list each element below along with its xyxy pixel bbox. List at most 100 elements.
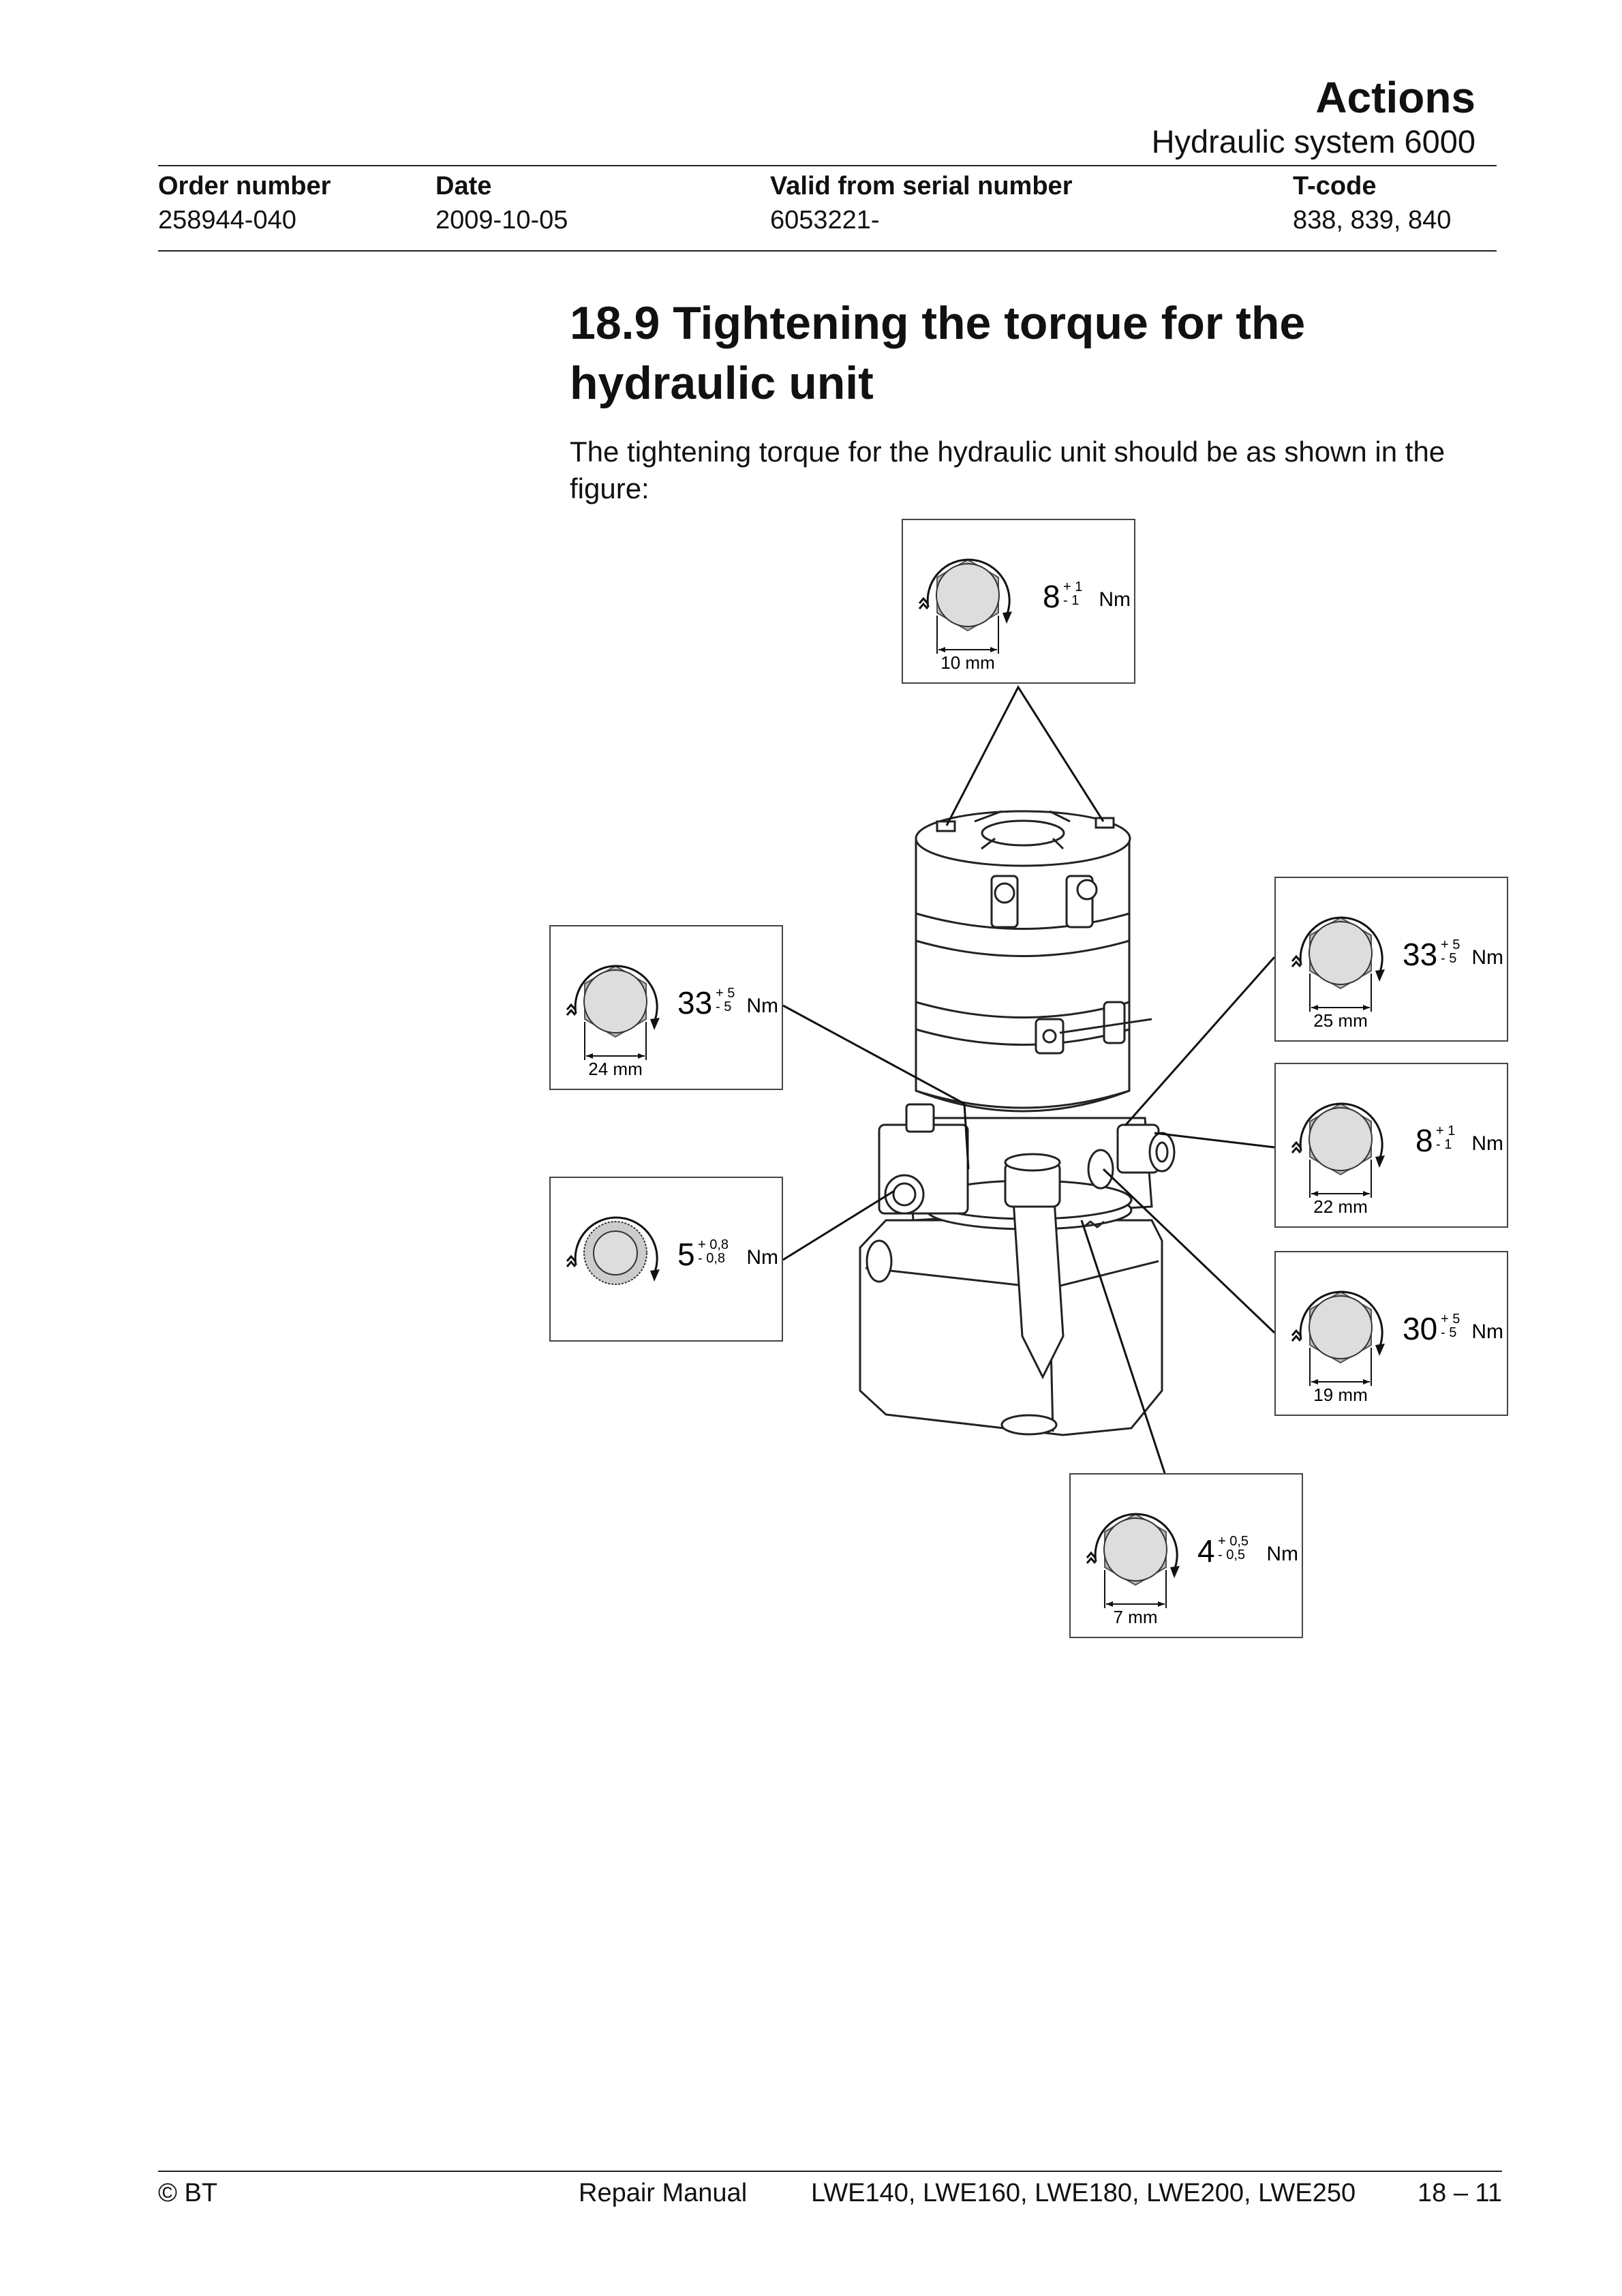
leader-bottom [1080,1220,1166,1474]
order-number-label: Order number [158,172,331,200]
dimension-line: 10 mm [936,616,999,673]
wrench-size: 19 mm [1313,1385,1367,1405]
dimension-line: 25 mm [1309,973,1372,1031]
double-chevron-icon [566,1003,577,1016]
torque-value: 33 [677,985,712,1021]
tolerance-minus: - 5 [1441,951,1456,966]
tolerance-minus: - 1 [1436,1137,1452,1152]
nut-icon [1309,1290,1373,1364]
order-number-value: 258944-040 [158,206,296,235]
arrowhead-icon [650,1269,660,1282]
tolerance-plus: + 5 [716,986,735,1001]
torque-unit: Nm [1266,1543,1298,1565]
torque-diagram: 7 mm 4 + 0,5 - 0,5 Nm [1086,1513,1298,1627]
torque-value: 8 [1416,1123,1433,1158]
torque-value: 33 [1403,937,1437,972]
wrench-size: 24 mm [588,1059,642,1079]
footer-page-number: 18 – 11 [1418,2179,1502,2207]
torque-value: 8 [1043,579,1060,614]
heading-line-1: 18.9 Tightening the torque for the [570,297,1306,349]
wrench-size: 22 mm [1313,1196,1367,1217]
rotation-arrow-icon [574,965,658,1023]
wrench-size: 7 mm [1114,1607,1158,1627]
torque-box-left-lower: 5 + 0,8 - 0,8 Nm [549,1177,783,1342]
torque-unit: Nm [1471,946,1503,969]
torque-unit: Nm [746,995,778,1017]
date-label: Date [435,172,492,200]
rotation-arrow-icon [1094,1513,1178,1571]
rotation-arrow-icon [1299,1290,1383,1348]
arrowhead-icon [1375,1344,1385,1356]
wrench-size: 25 mm [1313,1010,1367,1031]
tolerance-minus: - 1 [1063,593,1079,608]
intro-paragraph: The tightening torque for the hydraulic … [570,436,1445,504]
torque-unit: Nm [1471,1132,1503,1155]
tolerance-minus: - 5 [716,999,731,1014]
tolerance-plus: + 0,5 [1218,1534,1249,1549]
hydraulic-unit-drawing [859,810,1176,1436]
torque-diagram: 25 mm 33 + 5 - 5 Nm [1291,916,1503,1031]
torque-value: 5 [677,1237,695,1272]
nut-icon [583,1221,647,1285]
rotation-arrow-icon [926,558,1011,616]
page-heading: 18.9 Tightening the torque for the hydra… [570,293,1524,413]
leader-right-upper [1124,956,1276,1126]
section-subtitle: Hydraulic system 6000 [1151,123,1475,160]
tolerance-plus: + 1 [1436,1123,1455,1138]
dimension-line: 24 mm [584,1022,647,1079]
double-chevron-icon [1291,954,1302,967]
torque-box-right-middle: 22 mm 8 + 1 - 1 Nm [1274,1063,1508,1228]
tolerance-plus: + 5 [1441,1312,1460,1327]
torque-box-bottom: 7 mm 4 + 0,5 - 0,5 Nm [1069,1473,1303,1638]
tolerance-minus: - 0,5 [1218,1547,1245,1562]
leader-right-middle [1154,1132,1275,1149]
dimension-line: 22 mm [1309,1160,1372,1217]
header-rule-top [158,165,1497,166]
arrowhead-icon [1375,969,1385,982]
nut-icon [1309,1102,1373,1176]
torque-diagram: 22 mm 8 + 1 - 1 Nm [1291,1102,1503,1217]
torque-diagram: 10 mm 8 + 1 - 1 Nm [918,558,1131,673]
tolerance-plus: + 5 [1441,937,1460,952]
arrowhead-icon [1170,1566,1180,1578]
footer-rule [158,2171,1502,2172]
header-rule-bottom [158,250,1497,252]
nut-icon [583,965,647,1038]
nut-icon [1309,916,1373,990]
leader-right-lower [1102,1168,1276,1334]
heading-line-2: hydraulic unit [570,357,874,409]
serial-value: 6053221- [770,206,880,235]
torque-diagram: 5 + 0,8 - 0,8 Nm [566,1216,778,1285]
double-chevron-icon [1291,1141,1302,1153]
leader-left-lower [782,1190,895,1261]
leader-top [945,684,1105,826]
torque-box-left-upper: 24 mm 33 + 5 - 5 Nm [549,925,783,1090]
double-chevron-icon [1291,1329,1302,1342]
arrowhead-icon [1375,1155,1385,1168]
arrowhead-icon [1003,611,1012,624]
tcode-label: T-code [1293,172,1377,200]
torque-box-right-upper: 25 mm 33 + 5 - 5 Nm [1274,877,1508,1042]
torque-unit: Nm [746,1246,778,1269]
double-chevron-icon [918,596,929,609]
footer-copyright: © BT [158,2179,218,2207]
double-chevron-icon [1086,1551,1097,1564]
double-chevron-icon [566,1254,577,1267]
leader-lines [782,684,1276,1474]
torque-diagram: 24 mm 33 + 5 - 5 Nm [566,965,778,1079]
leader-left-upper [782,1004,970,1170]
section-title: Actions [1315,73,1475,122]
torque-box-top: 10 mm 8 + 1 - 1 Nm [902,519,1135,684]
serial-label: Valid from serial number [770,172,1073,200]
rotation-arrow-icon [1299,916,1383,974]
rotation-arrow-icon [1299,1102,1383,1160]
torque-unit: Nm [1471,1320,1503,1343]
dimension-line: 19 mm [1309,1348,1372,1405]
torque-box-right-lower: 19 mm 30 + 5 - 5 Nm [1274,1251,1508,1416]
torque-diagram: 19 mm 30 + 5 - 5 Nm [1291,1290,1503,1405]
tolerance-minus: - 5 [1441,1325,1456,1340]
tolerance-plus: + 1 [1063,579,1082,594]
wrench-size: 10 mm [940,652,994,673]
arrowhead-icon [650,1018,660,1030]
